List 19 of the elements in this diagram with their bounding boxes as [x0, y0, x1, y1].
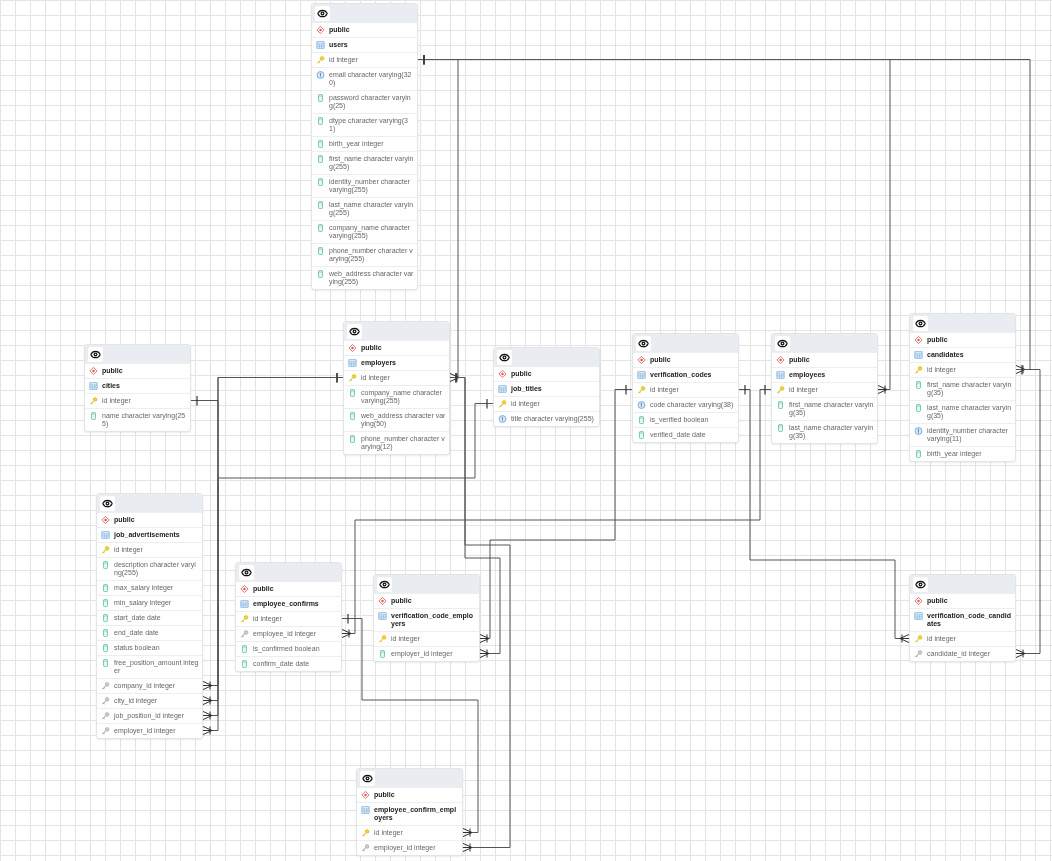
- relationship-line: [340, 383, 773, 639]
- table-card: [632, 333, 739, 443]
- table-card: [96, 493, 203, 739]
- relationship-line: [201, 397, 495, 721]
- table-card: [493, 347, 600, 427]
- relationship-line: [189, 394, 219, 706]
- relationship-line: [737, 383, 911, 644]
- table-card: [373, 574, 480, 662]
- relationship-line: [478, 383, 634, 644]
- table-card: [356, 768, 463, 856]
- table-card: [311, 3, 418, 290]
- table-card: [343, 321, 450, 455]
- table-card: [909, 313, 1016, 462]
- table-card: [771, 333, 878, 444]
- relationship-line: [340, 612, 479, 838]
- table-card: [909, 574, 1016, 662]
- table-card: [235, 562, 342, 672]
- relationship-line: [1014, 363, 1041, 659]
- table-card: [84, 344, 191, 432]
